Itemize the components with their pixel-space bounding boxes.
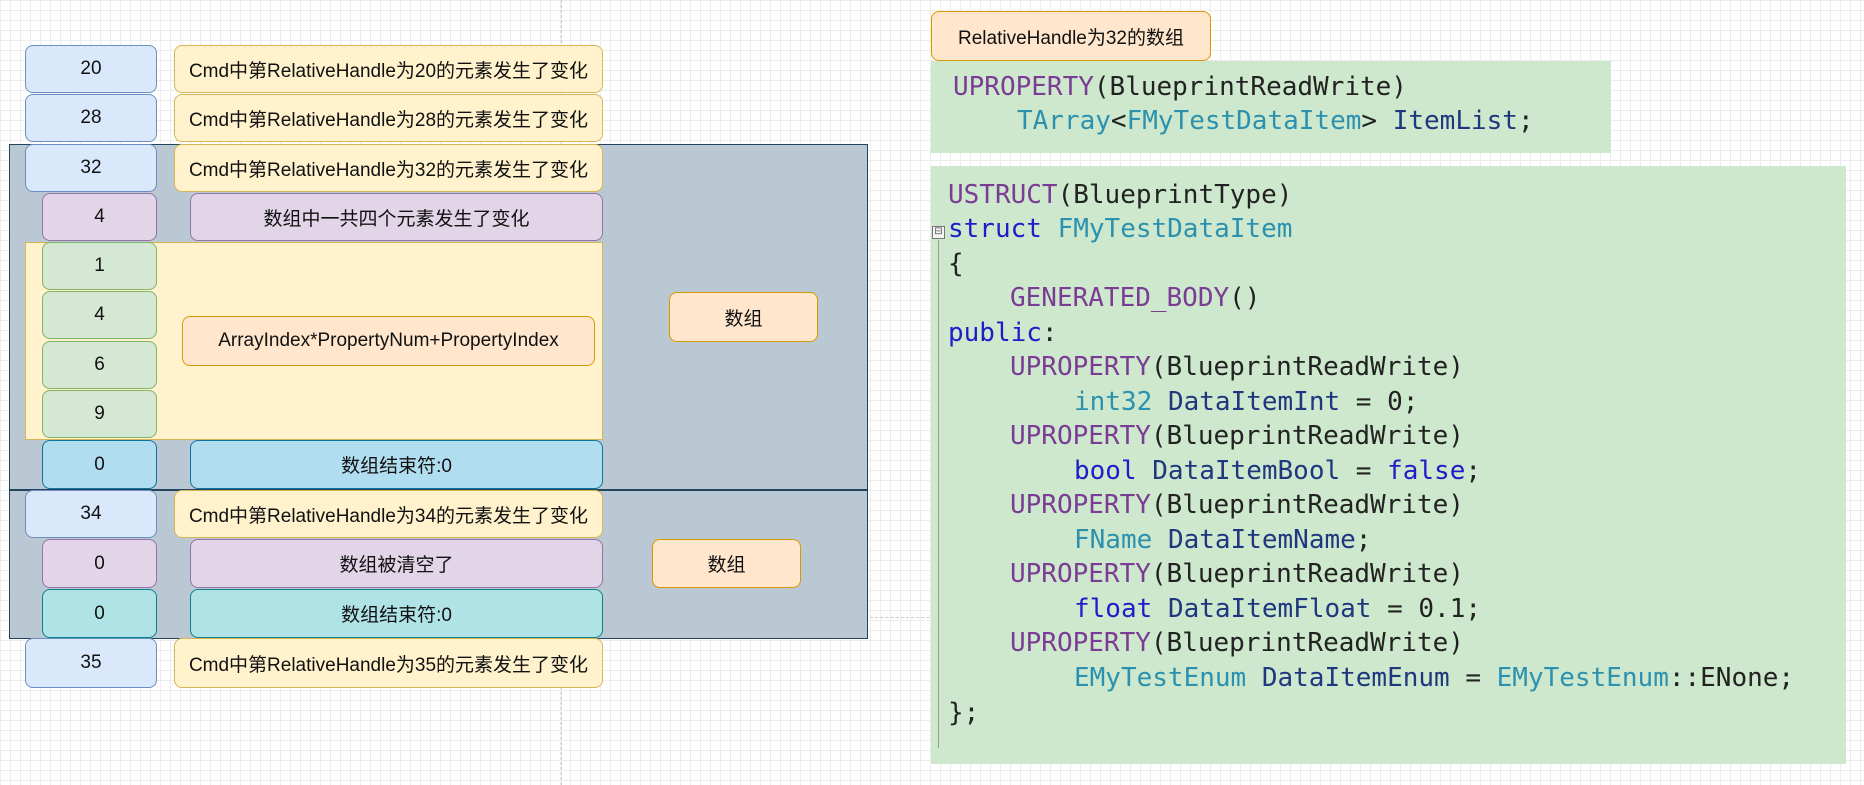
element-count-desc[interactable]: 数组中一共四个元素发生了变化 [190,193,603,241]
code-line: UPROPERTY(BlueprintReadWrite) [1010,490,1464,520]
array-end-marker[interactable]: 0 [42,440,157,489]
handle-box-34[interactable]: 34 [25,490,157,538]
code-line: struct FMyTestDataItem [948,214,1293,244]
relative-handle-label[interactable]: RelativeHandle为32的数组 [931,11,1211,61]
handle-box-35[interactable]: 35 [25,638,157,688]
code-line: GENERATED_BODY() [1010,283,1261,313]
code-line: bool DataItemBool = false; [1074,456,1482,486]
code-line: TArray<FMyTestDataItem> ItemList; [1017,106,1534,136]
code-line: UPROPERTY(BlueprintReadWrite) [953,72,1407,102]
array-index-9[interactable]: 9 [42,390,157,438]
code-line: UPROPERTY(BlueprintReadWrite) [1010,352,1464,382]
code-line: UPROPERTY(BlueprintReadWrite) [1010,421,1464,451]
cmd-box-20[interactable]: Cmd中第RelativeHandle为20的元素发生了变化 [174,45,603,93]
code-line: UPROPERTY(BlueprintReadWrite) [1010,559,1464,589]
cmd-box-32[interactable]: Cmd中第RelativeHandle为32的元素发生了变化 [174,144,603,192]
array-end-marker-2[interactable]: 0 [42,589,157,638]
code-line: }; [948,698,980,728]
array-end-desc-2[interactable]: 数组结束符:0 [190,589,603,638]
handle-box-28[interactable]: 28 [25,94,157,142]
array-index-1[interactable]: 1 [42,242,157,290]
array-cleared-count[interactable]: 0 [42,539,157,588]
code-line: float DataItemFloat = 0.1; [1074,594,1482,624]
cmd-box-34[interactable]: Cmd中第RelativeHandle为34的元素发生了变化 [174,490,603,538]
array-label-box-2[interactable]: 数组 [652,539,801,588]
property-code-block: UPROPERTY(BlueprintReadWrite) TArray<FMy… [931,61,1611,153]
array-index-6[interactable]: 6 [42,341,157,389]
code-line: FName DataItemName; [1074,525,1372,555]
code-line: USTRUCT(BlueprintType) [948,180,1293,210]
array-index-4[interactable]: 4 [42,291,157,339]
code-line: UPROPERTY(BlueprintReadWrite) [1010,628,1464,658]
scope-guide-line [938,240,939,748]
array-end-desc[interactable]: 数组结束符:0 [190,440,603,489]
handle-box-32[interactable]: 32 [25,144,157,192]
code-line: int32 DataItemInt = 0; [1074,387,1419,417]
code-line: public: [948,318,1058,348]
array-cleared-desc[interactable]: 数组被清空了 [190,539,603,588]
element-count-box[interactable]: 4 [42,193,157,241]
code-line: EMyTestEnum DataItemEnum = EMyTestEnum::… [1074,663,1795,693]
code-line: { [948,249,964,279]
struct-code-block: ⊟ USTRUCT(BlueprintType) struct FMyTestD… [931,166,1846,764]
array-label-box[interactable]: 数组 [669,292,818,342]
cmd-box-28[interactable]: Cmd中第RelativeHandle为28的元素发生了变化 [174,94,603,142]
collapse-icon[interactable]: ⊟ [932,226,945,239]
handle-box-20[interactable]: 20 [25,45,157,93]
index-formula-box[interactable]: ArrayIndex*PropertyNum+PropertyIndex [182,316,595,366]
guide-line-horizontal [870,617,950,618]
cmd-box-35[interactable]: Cmd中第RelativeHandle为35的元素发生了变化 [174,638,603,688]
